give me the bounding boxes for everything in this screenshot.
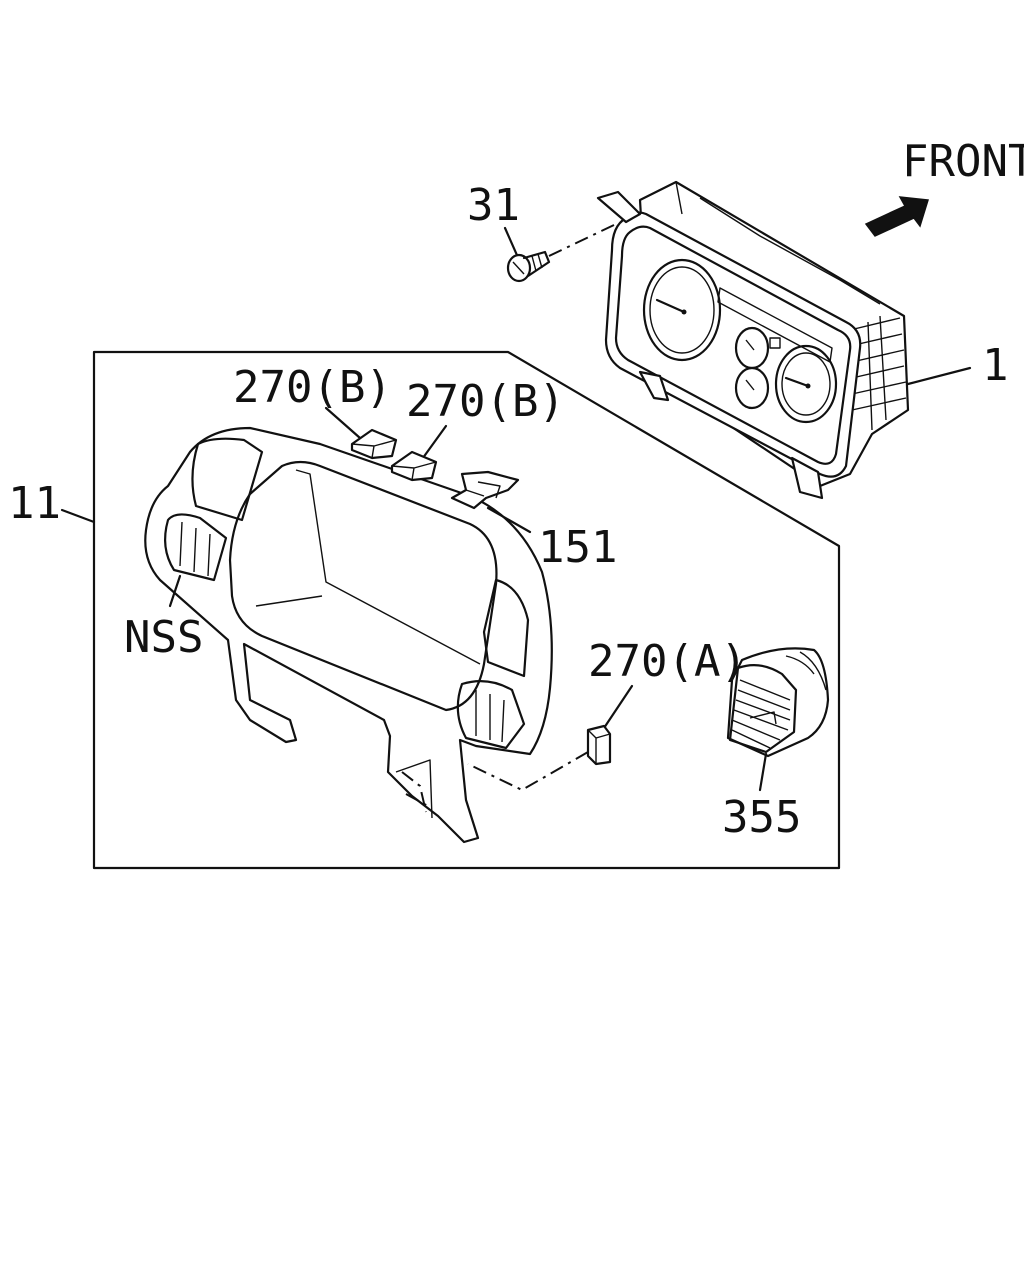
pad-270b-left: 270(B) bbox=[233, 362, 398, 460]
callout-1: 1 bbox=[982, 340, 1009, 391]
callout-151: 151 bbox=[538, 522, 617, 573]
instrument-cluster: 1 bbox=[596, 180, 1009, 500]
front-label: FRONT bbox=[902, 136, 1024, 187]
leader-11 bbox=[60, 508, 96, 524]
leader-nss bbox=[168, 574, 182, 608]
leader-1 bbox=[906, 366, 972, 386]
callout-270b-right: 270(B) bbox=[406, 376, 565, 427]
front-indicator: FRONT bbox=[864, 136, 1024, 237]
cluster-bezel bbox=[144, 426, 553, 844]
callout-270b-left: 270(B) bbox=[233, 362, 392, 413]
callout-355: 355 bbox=[722, 792, 801, 843]
pad-270a: 270(A) bbox=[467, 636, 747, 792]
front-arrow-icon bbox=[864, 196, 929, 237]
callout-11: 11 bbox=[8, 478, 61, 529]
callout-31: 31 bbox=[467, 180, 520, 231]
nss-note: NSS bbox=[124, 574, 203, 663]
air-vent-355: 355 bbox=[722, 647, 830, 843]
leader-270a bbox=[602, 684, 634, 730]
leader-151 bbox=[486, 506, 532, 534]
screw-axis-line bbox=[548, 224, 615, 257]
pad-270b-right: 270(B) bbox=[390, 376, 565, 482]
leader-270b-left bbox=[324, 406, 362, 440]
subassembly-outline bbox=[92, 350, 841, 870]
clip-151: 151 bbox=[450, 470, 617, 573]
screw-icon bbox=[506, 250, 551, 283]
callout-nss: NSS bbox=[124, 612, 203, 663]
leader-355 bbox=[758, 752, 768, 792]
screw-31: 31 bbox=[467, 180, 615, 283]
callout-270a: 270(A) bbox=[588, 636, 747, 687]
cluster-panel-subassembly: 11 270(B) 27 bbox=[8, 350, 841, 870]
